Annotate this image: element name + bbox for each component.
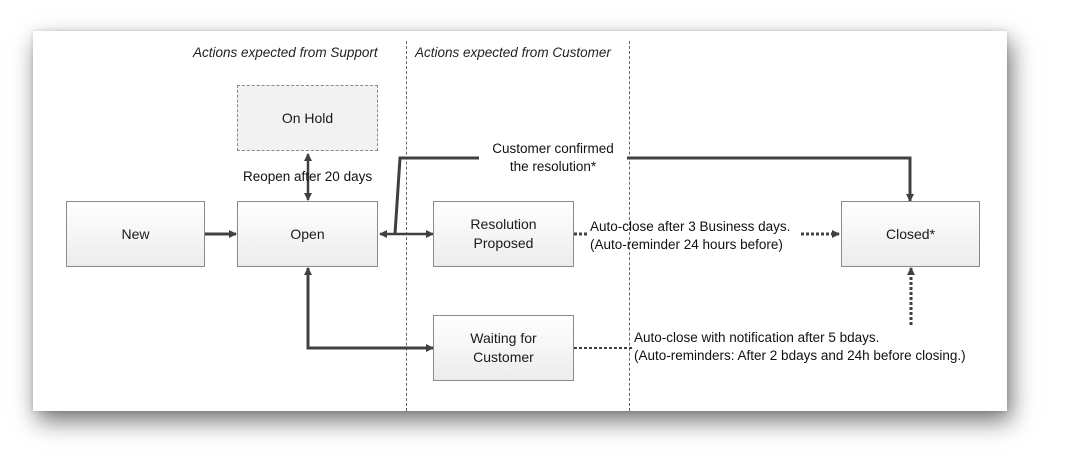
label-autoclose-resolution-line2: (Auto-reminder 24 hours before) [590, 237, 783, 252]
state-open-label: Open [290, 225, 325, 242]
label-reopen: Reopen after 20 days [243, 169, 373, 184]
lane-title-support: Actions expected from Support [193, 45, 378, 60]
state-on-hold: On Hold [237, 85, 378, 151]
state-closed: Closed* [841, 201, 980, 267]
state-open: Open [237, 201, 378, 267]
state-new: New [66, 201, 205, 267]
label-confirmed-line2: the resolution* [509, 159, 597, 174]
state-resolution-label-2: Proposed [473, 235, 534, 251]
label-autoclose-waiting: Auto-close with notification after 5 bda… [634, 329, 966, 365]
label-autoclose-resolution-line1: Auto-close after 3 Business days. [590, 219, 791, 234]
state-resolution-proposed: Resolution Proposed [433, 201, 574, 267]
workflow-diagram: Actions expected from Support Actions ex… [33, 31, 1007, 411]
label-autoclose-waiting-line1: Auto-close with notification after 5 bda… [634, 330, 880, 345]
state-on-hold-label: On Hold [281, 109, 334, 126]
label-autoclose-waiting-line2: (Auto-reminders: After 2 bdays and 24h b… [634, 348, 966, 363]
lane-divider-customer-end [629, 41, 630, 411]
state-waiting-label-1: Waiting for [470, 330, 537, 346]
state-new-label: New [121, 225, 150, 242]
arrow-open-waiting [304, 267, 434, 352]
label-autoclose-resolution: Auto-close after 3 Business days. (Auto-… [590, 218, 790, 254]
arrow-confirmed-to-closed [393, 156, 914, 235]
state-waiting-for-customer: Waiting for Customer [433, 315, 574, 381]
state-resolution-label-1: Resolution [470, 216, 537, 232]
lane-title-customer: Actions expected from Customer [415, 45, 611, 60]
state-waiting-label-2: Customer [473, 349, 534, 365]
state-closed-label: Closed* [885, 225, 936, 242]
lane-divider-support-customer [406, 41, 407, 411]
label-customer-confirmed: Customer confirmed the resolution* [479, 140, 627, 176]
label-confirmed-line1: Customer confirmed [492, 141, 614, 156]
